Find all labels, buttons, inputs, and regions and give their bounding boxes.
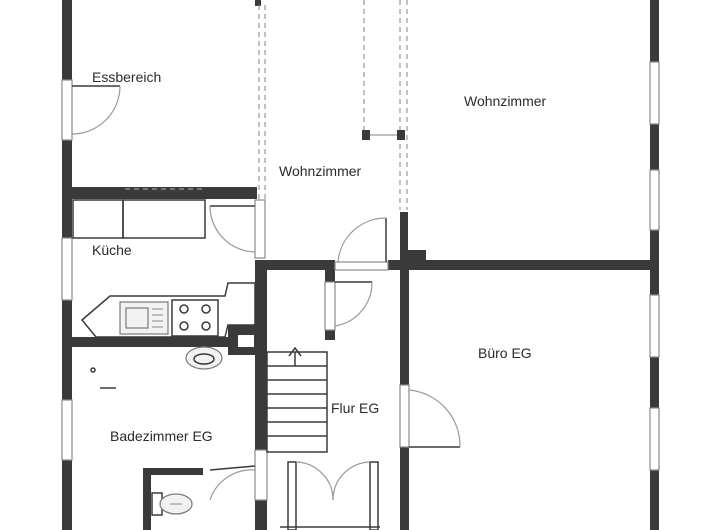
beam-stub <box>362 130 405 140</box>
wall-buero-left-b <box>400 447 409 530</box>
wall-buero-left-a <box>400 270 409 385</box>
kitchen-fixtures <box>72 199 256 338</box>
door-essbereich <box>71 85 121 135</box>
wall-central-horizontal-b <box>388 260 659 270</box>
room-label-flur: Flur EG <box>331 400 379 416</box>
windows <box>61 61 660 471</box>
window-wohnzimmer-right-a <box>649 61 660 125</box>
wall-wohnzimmer-divider <box>400 212 408 270</box>
wall-wohnzimmer-left <box>255 0 261 6</box>
bathroom-fixtures <box>90 346 223 516</box>
window-buero-right-b <box>649 407 660 471</box>
doors <box>71 85 461 530</box>
door-wohnzimmer <box>334 217 389 271</box>
wall-wohnzimmer-divider-stub <box>400 250 426 262</box>
door-flur-top <box>324 281 373 331</box>
wall-kueche-bottom <box>62 337 237 347</box>
kitchen-cabinet-mid <box>122 199 206 239</box>
wall-wc-left <box>143 470 151 530</box>
wall-flur-left-c <box>255 500 267 530</box>
wall-flur-left-b <box>255 350 267 450</box>
room-label-essbereich: Essbereich <box>92 69 161 85</box>
door-buero <box>399 384 461 448</box>
wall-flur-inner <box>262 262 334 270</box>
room-label-buero: Büro EG <box>478 345 532 361</box>
door-kueche <box>209 199 266 259</box>
window-buero-right-a <box>649 294 660 358</box>
staircase <box>266 346 328 453</box>
kitchen-counter <box>80 282 256 338</box>
room-label-badezimmer: Badezimmer EG <box>110 428 213 444</box>
room-label-wohnzimmer-center: Wohnzimmer <box>279 163 362 179</box>
wall-essbereich-kueche <box>62 187 257 199</box>
room-labels: Essbereich Wohnzimmer Wohnzimmer Küche B… <box>92 69 547 444</box>
window-wohnzimmer-right-b <box>649 169 660 231</box>
window-kueche <box>61 237 73 301</box>
window-bad <box>61 399 73 461</box>
room-label-wohnzimmer-right: Wohnzimmer <box>464 93 547 109</box>
kitchen-cabinet-left <box>72 199 124 239</box>
door-bad <box>209 449 268 501</box>
window-essbereich <box>61 79 73 141</box>
kitchen-stove <box>171 299 219 337</box>
bathroom-washbasin <box>185 346 223 370</box>
chimney-void <box>238 335 254 347</box>
dashed-lines <box>125 0 408 210</box>
door-entrance <box>280 461 380 530</box>
wall-wc-top <box>143 468 203 475</box>
room-label-kueche: Küche <box>92 242 132 258</box>
